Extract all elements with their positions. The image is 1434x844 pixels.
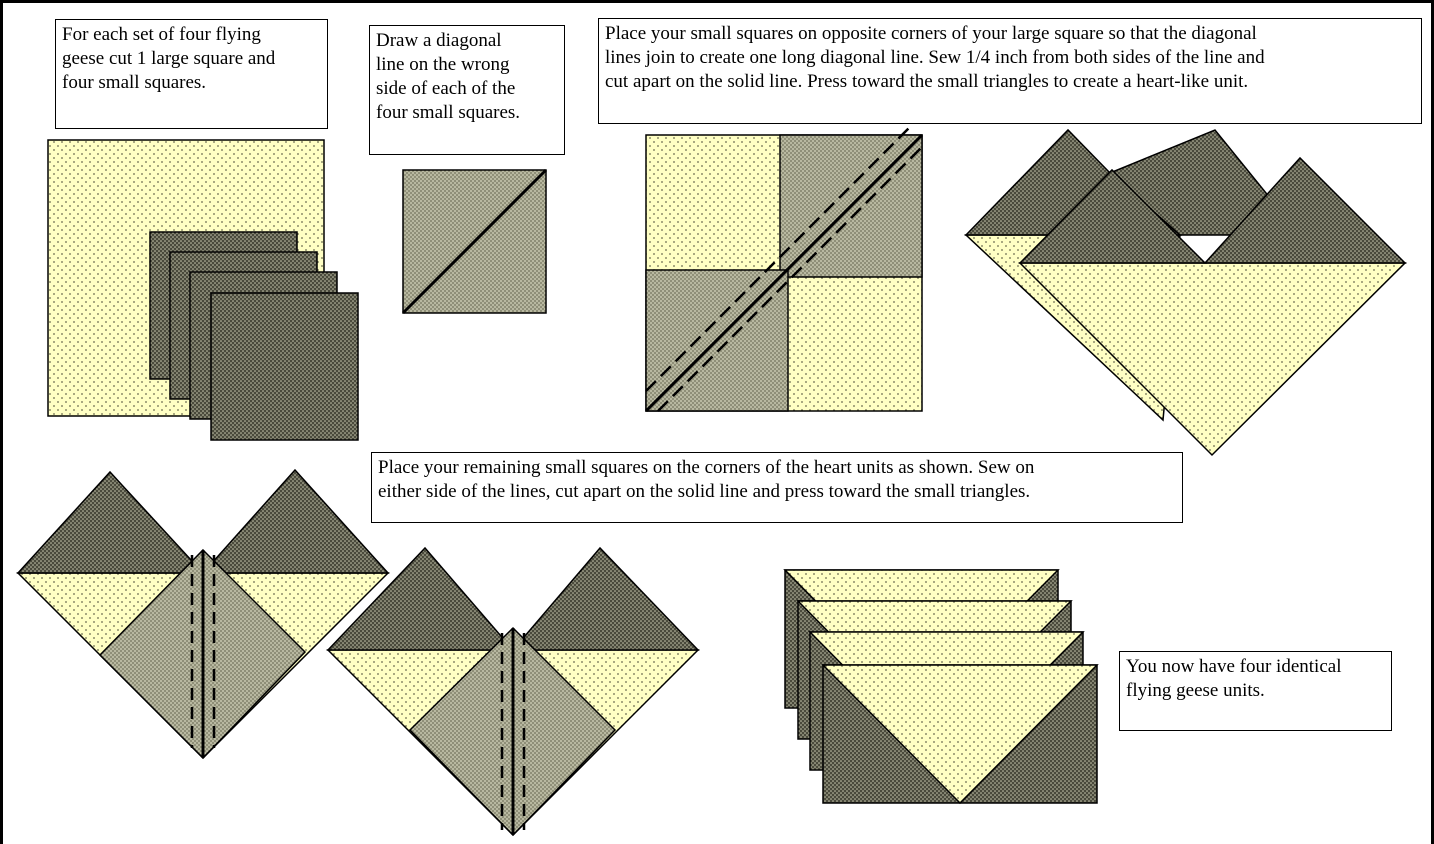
heart-unit-with-squares-2	[326, 546, 700, 837]
step-1-instruction: For each set of four flying geese cut 1 …	[55, 19, 328, 129]
flying-geese-stack	[783, 569, 1099, 805]
small-square-4	[210, 292, 359, 441]
step-3-instruction: Place your small squares on opposite cor…	[598, 18, 1422, 124]
heart-unit-with-squares-1	[16, 468, 390, 760]
cut-line	[644, 133, 924, 413]
step-5-instruction: You now have four identical flying geese…	[1119, 651, 1392, 731]
step-2-instruction: Draw a diagonal line on the wrong side o…	[369, 25, 565, 155]
step-4-instruction: Place your remaining small squares on th…	[371, 452, 1183, 523]
heart-unit-front	[1018, 156, 1407, 457]
large-square-with-small-squares	[47, 139, 359, 441]
heart-units	[964, 128, 1407, 457]
diagonal-line	[401, 168, 548, 315]
sewing-diagram	[644, 126, 924, 413]
geese-unit-4	[821, 664, 1099, 805]
small-square-diagonal	[401, 168, 548, 315]
